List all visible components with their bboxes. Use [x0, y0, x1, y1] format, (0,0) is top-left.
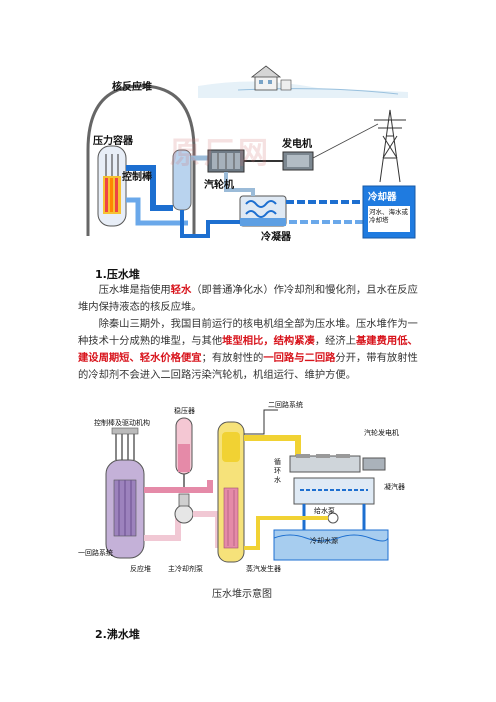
label-turbine: 汽轮机	[204, 180, 234, 191]
label-pressure-vessel: 压力容器	[93, 136, 133, 147]
label-pressurizer: 稳压器	[174, 407, 195, 415]
paragraph-1: 压水堆是指使用轻水（即普通净化水）作冷却剂和慢化剂，且水在反应堆内保持液态的核反…	[78, 284, 418, 313]
label-reactor-2: 反应堆	[130, 565, 151, 573]
label-main-coolant-pump: 主冷却剂泵	[168, 565, 203, 573]
label-control-rod: 控制棒	[122, 172, 152, 183]
cooling-water-source-icon	[273, 529, 389, 561]
label-circulating-water: 循环水	[274, 458, 281, 484]
condenser-icon	[239, 195, 287, 227]
label-cooler: 冷却器	[368, 192, 397, 203]
label-generator: 发电机	[282, 139, 312, 150]
section-heading-bwr: 2.沸水堆	[95, 628, 140, 641]
section-heading-pwr: 1.压水堆	[95, 268, 140, 281]
watermark: 原厂网	[170, 136, 272, 171]
figure-caption: 压水堆示意图	[212, 589, 272, 600]
section-body-pwr: 压水堆是指使用轻水（即普通净化水）作冷却剂和慢化剂，且水在反应堆内保持液态的核反…	[78, 282, 423, 384]
steam-generator-icon	[217, 421, 245, 563]
transmission-tower-icon	[374, 109, 406, 183]
label-steam-generator: 蒸汽发生器	[246, 565, 281, 573]
control-rod-drive-icon	[111, 427, 139, 460]
label-cooling-water: 河水、海水或冷却塔	[369, 208, 408, 224]
feedwater-pump-icon	[244, 512, 339, 550]
figure-pwr-system: 稳压器 二回路系统 汽轮发电机 控制棒及驱动机构 循环水 凝汽器 给水泵 一回路…	[78, 398, 423, 578]
reactor-vessel-icon	[105, 459, 145, 559]
label-reactor: 核反应堆	[112, 82, 152, 93]
condenser-icon-2	[293, 477, 375, 505]
label-control-rod-mechanism: 控制棒及驱动机构	[94, 419, 150, 427]
control-rod-icon	[105, 154, 119, 176]
pwr-system-diagram	[105, 409, 389, 563]
label-condenser-2: 凝汽器	[384, 483, 405, 491]
generator-icon	[282, 151, 314, 171]
houses-icon	[250, 65, 292, 91]
turbine-icon	[207, 149, 245, 173]
pressurizer-icon	[175, 417, 193, 490]
label-secondary-loop: 二回路系统	[268, 401, 303, 409]
reactor-core-icon	[103, 176, 121, 214]
label-cooling-source: 冷却水源	[310, 537, 338, 545]
label-feedwater-pump: 给水泵	[314, 507, 335, 515]
figure-pwr-overview: 原厂网 核反应堆 压力容器 控制棒 发电机 汽轮机 冷凝器 冷却器 河水、海水或…	[78, 58, 423, 248]
paragraph-2: 除秦山三期外，我国目前运行的核电机组全部为压水堆。压水堆作为一种技术十分成熟的堆…	[78, 318, 418, 381]
pwr-overview-diagram	[86, 65, 416, 239]
label-condenser: 冷凝器	[261, 232, 291, 243]
coolant-pump-icon	[174, 493, 221, 548]
turbine-generator-icon	[289, 454, 386, 473]
label-turbine-generator: 汽轮发电机	[364, 429, 399, 437]
label-primary-loop: 一回路系统	[78, 549, 113, 557]
